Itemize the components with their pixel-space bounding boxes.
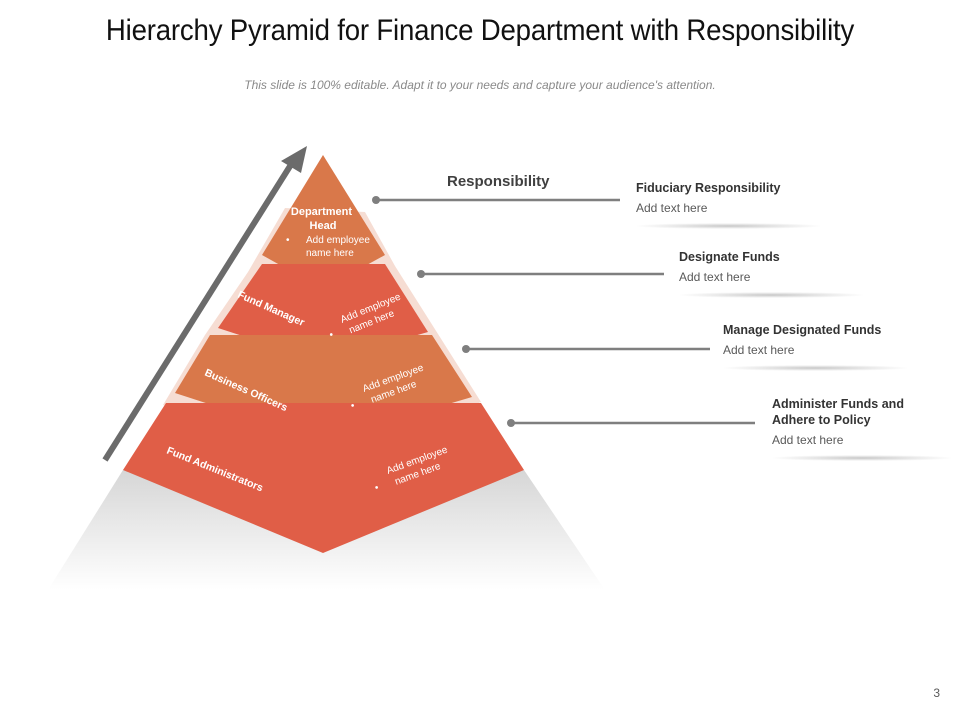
item-shadow <box>723 365 908 371</box>
bullet-icon: • <box>349 400 357 412</box>
bullet-icon: • <box>286 235 290 246</box>
responsibility-heading: Responsibility <box>447 173 550 190</box>
tier-department-head-note: name here <box>306 248 354 259</box>
responsibility-text-2[interactable]: Add text here <box>679 270 751 284</box>
page-number: 3 <box>933 686 940 700</box>
responsibility-heading-3: Manage Designated Funds <box>723 323 882 337</box>
responsibility-text-1[interactable]: Add text here <box>636 201 708 215</box>
bullet-icon: • <box>328 329 336 341</box>
hierarchy-arrow-shaft <box>102 161 295 462</box>
slide-title: Hierarchy Pyramid for Finance Department… <box>105 14 855 47</box>
tier-department-head-shape[interactable] <box>262 155 385 289</box>
tier-department-head-label: Department <box>291 206 352 218</box>
responsibility-item-4: Administer Funds and Adhere to Policy Ad… <box>772 396 952 461</box>
responsibility-item-1: Fiduciary Responsibility Add text here <box>636 180 821 229</box>
bullet-icon: • <box>373 482 381 494</box>
tier-department-head-label: Head <box>310 220 337 232</box>
responsibility-text-4[interactable]: Add text here <box>772 433 844 447</box>
connector-2 <box>417 270 664 278</box>
responsibility-heading-2: Designate Funds <box>679 250 780 264</box>
connector-1 <box>372 196 620 204</box>
responsibility-item-3: Manage Designated Funds Add text here <box>723 322 908 371</box>
item-shadow <box>636 223 821 229</box>
responsibility-heading-1: Fiduciary Responsibility <box>636 181 781 195</box>
arrow-up-icon <box>281 146 307 173</box>
slide-subtitle: This slide is 100% editable. Adapt it to… <box>244 78 716 92</box>
connector-3 <box>462 345 710 353</box>
responsibility-item-2: Designate Funds Add text here <box>679 249 864 298</box>
item-shadow <box>772 455 952 461</box>
responsibility-heading-4-line-1: Administer Funds and <box>772 397 904 411</box>
svg-text:Department Head: Department Head <box>291 206 355 232</box>
connector-4 <box>507 419 755 427</box>
responsibility-heading-4-line-2: Adhere to Policy <box>772 413 871 427</box>
responsibility-text-3[interactable]: Add text here <box>723 343 795 357</box>
tier-department-head-note: Add employee <box>306 235 370 246</box>
item-shadow <box>679 292 864 298</box>
tier-fund-administrators-shape[interactable] <box>123 403 524 553</box>
svg-text:Add employee name here: Add employee name here <box>306 235 373 259</box>
